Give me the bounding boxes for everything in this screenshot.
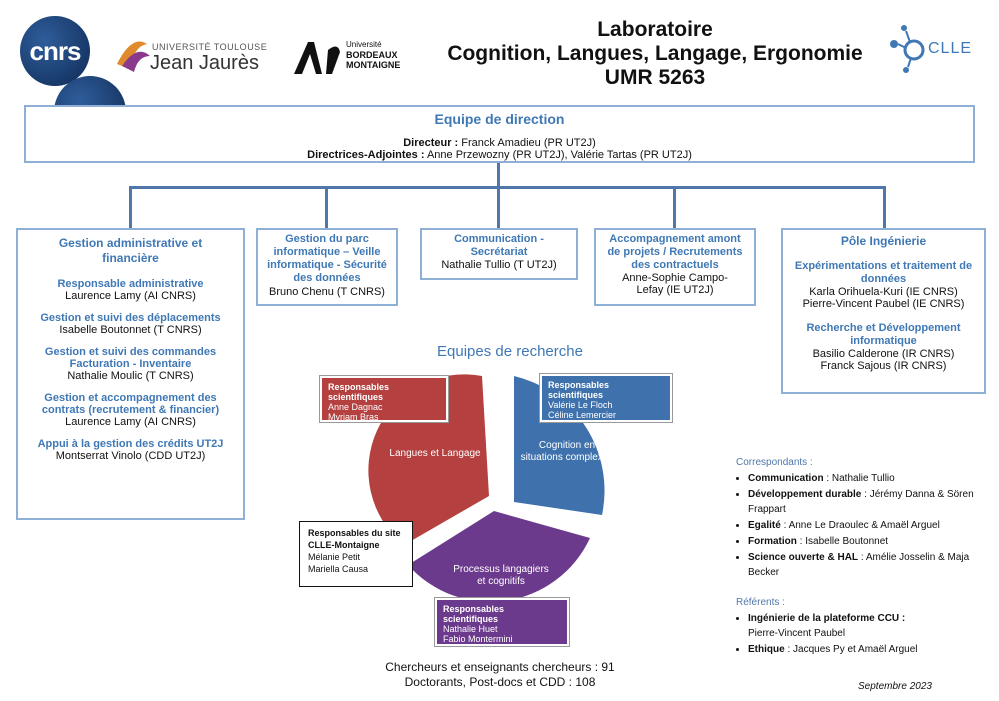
parc-box: Gestion du parc informatique – Veille in… <box>256 228 398 306</box>
clle-logo: CLLE <box>884 22 994 82</box>
site-box-montaigne: Responsables du site CLLE-Montaigne Méla… <box>299 521 413 587</box>
connector-accomp <box>673 187 676 228</box>
direction-box: Equipe de direction Directeur : Franck A… <box>24 105 975 163</box>
comm-title: Communication - Secrétariat <box>454 233 544 258</box>
direction-title: Equipe de direction <box>434 111 565 127</box>
referents: Référents : Ingénierie de la plateforme … <box>736 595 976 658</box>
comm-box: Communication - Secrétariat Nathalie Tul… <box>420 228 578 280</box>
resp-box-langues: Responsables scientifiques Anne Dagnac M… <box>320 376 448 422</box>
correspondant-item: Formation : Isabelle Boutonnet <box>748 534 976 549</box>
cnrs-logo: cnrs <box>20 16 90 86</box>
team-segment-processus <box>408 511 590 602</box>
admin-item: Gestion et accompagnement des contrats (… <box>41 392 220 428</box>
accomp-box: Accompagnement amont de projets / Recrut… <box>594 228 756 306</box>
bordeaux-emblem-icon <box>294 42 340 74</box>
connector-comm <box>497 187 500 228</box>
correspondants: Correspondants : Communication : Nathali… <box>736 455 976 581</box>
connector-horizontal <box>129 186 886 189</box>
admin-box: Gestion administrative et financière Res… <box>16 228 245 520</box>
correspondant-item: Développement durable : Jérémy Danna & S… <box>748 487 976 517</box>
pole-title: Pôle Ingénierie <box>840 234 927 248</box>
univ-toulouse-logo: UNIVERSITÉ TOULOUSE Jean Jaurès <box>112 32 282 82</box>
connector-parc <box>325 187 328 228</box>
date-label: Septembre 2023 <box>858 681 932 692</box>
clle-molecule-icon <box>890 25 925 73</box>
connector-vertical-main <box>497 163 500 187</box>
resp-box-cognition: Responsables scientifiques Valérie Le Fl… <box>540 374 672 422</box>
admin-title: Gestion administrative et financière <box>58 236 203 265</box>
pole-sub1-name: Pierre-Vincent Paubel (IE CNRS) <box>802 298 965 310</box>
parc-title: Gestion du parc informatique – Veille in… <box>267 233 387 284</box>
pole-sub2: Recherche et Développement informatique <box>806 322 961 347</box>
stats: Chercheurs et enseignants chercheurs : 9… <box>360 660 640 690</box>
team-label-processus: Processus langagiers et cognitifs <box>453 564 549 587</box>
team-segment-cognition <box>514 376 605 515</box>
bordeaux-montaigne-logo: Université BORDEAUX MONTAIGNE <box>292 38 422 82</box>
referent-item: Ethique : Jacques Py et Amaël Arguel <box>748 642 976 657</box>
research-title: Equipes de recherche <box>437 343 583 360</box>
univ-toulouse-emblem-icon <box>117 41 150 72</box>
team-label-langues: Langues et Langage <box>389 448 481 459</box>
stats-researchers: Chercheurs et enseignants chercheurs : 9… <box>385 660 615 674</box>
pole-box: Pôle Ingénierie Expérimentations et trai… <box>781 228 986 394</box>
correspondant-item: Science ouverte & HAL : Amélie Josselin … <box>748 550 976 580</box>
pole-sub1-name: Karla Orihuela-Kuri (IE CNRS) <box>809 286 958 298</box>
direction-deputies: Directrices-Adjointes : Anne Przewozny (… <box>307 149 692 161</box>
pole-sub1: Expérimentations et traitement de donnée… <box>794 260 973 285</box>
admin-item: Gestion et suivi des commandes Facturati… <box>44 346 217 382</box>
resp-box-processus: Responsables scientifiques Nathalie Huet… <box>435 598 569 646</box>
connector-pole <box>883 187 886 228</box>
team-label-cognition: Cognition en situations complexes <box>520 440 614 463</box>
correspondant-item: Egalité : Anne Le Draoulec & Amaël Argue… <box>748 518 976 533</box>
comm-name: Nathalie Tullio (T UT2J) <box>441 259 557 271</box>
correspondant-item: Communication : Nathalie Tullio <box>748 471 976 486</box>
accomp-title: Accompagnement amont de projets / Recrut… <box>607 233 743 271</box>
direction-director: Directeur : Franck Amadieu (PR UT2J) <box>403 137 596 149</box>
accomp-name: Anne-Sophie Campo-Lefay (IE UT2J) <box>622 272 728 296</box>
pole-sub2-name: Basilio Calderone (IR CNRS) <box>812 348 955 360</box>
referent-item: Ingénierie de la plateforme CCU : Pierre… <box>748 611 976 641</box>
parc-name: Bruno Chenu (T CNRS) <box>269 286 385 298</box>
pole-sub2-name: Franck Sajous (IR CNRS) <box>820 360 947 372</box>
page-title: Laboratoire Cognition, Langues, Langage,… <box>447 18 863 89</box>
stats-doctorants: Doctorants, Post-docs et CDD : 108 <box>404 675 596 689</box>
connector-admin <box>129 187 132 228</box>
